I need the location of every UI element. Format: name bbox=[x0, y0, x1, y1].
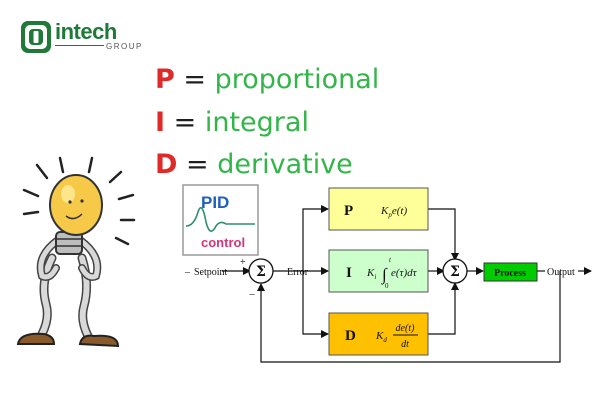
p-gain: Kpe(t) bbox=[380, 205, 407, 219]
logo-wordmark: intech bbox=[55, 19, 117, 44]
process-label: Process bbox=[494, 268, 526, 279]
error-to-d-arrow bbox=[302, 271, 329, 338]
derivative-block: D Kd de(t) dt bbox=[328, 312, 429, 356]
p-to-sum-arrow bbox=[428, 208, 459, 261]
logo-rule bbox=[55, 45, 104, 46]
integral-sign: ∫ bbox=[381, 265, 388, 285]
sum-symbol: Σ bbox=[256, 264, 266, 280]
term-equals: = bbox=[186, 149, 209, 180]
block-letter: I bbox=[346, 265, 352, 281]
pid-card-subtitle: control bbox=[201, 235, 245, 250]
i-gain: Ki bbox=[366, 267, 376, 281]
intech-logo: intech GROUP bbox=[20, 18, 145, 58]
signal-lines bbox=[222, 205, 592, 363]
term-equals: = bbox=[183, 64, 207, 95]
lightbulb-character-icon bbox=[16, 156, 136, 348]
term-letter: I bbox=[155, 107, 166, 138]
derivative-numerator: de(t) bbox=[396, 323, 416, 334]
term-word: proportional bbox=[214, 64, 380, 95]
block-letter: D bbox=[345, 328, 356, 344]
setpoint-label: Setpoint bbox=[194, 267, 228, 278]
proportional-block: P Kpe(t) bbox=[328, 187, 429, 231]
feedback-loop-arrow bbox=[257, 271, 561, 363]
output-label: Output bbox=[547, 267, 575, 278]
plus-sign: + bbox=[240, 257, 246, 268]
error-to-p-arrow bbox=[302, 205, 329, 271]
light-rays-icon bbox=[22, 156, 136, 246]
term-letter: P bbox=[155, 64, 175, 95]
term-derivative: D = derivative bbox=[155, 149, 353, 180]
pid-control-card: PID control bbox=[182, 184, 259, 256]
setpoint-prefix: – bbox=[184, 267, 191, 278]
minus-sign: − bbox=[249, 289, 255, 301]
term-proportional: P = proportional bbox=[155, 64, 379, 95]
term-equals: = bbox=[173, 107, 197, 138]
sum-junction-controller: Σ bbox=[442, 258, 468, 284]
integrand: e(τ)dτ bbox=[391, 267, 418, 279]
d-to-sum-arrow bbox=[428, 282, 459, 335]
term-letter: D bbox=[155, 149, 178, 180]
integral-lower-limit: 0 bbox=[385, 282, 389, 290]
pid-card-title: PID bbox=[201, 193, 229, 212]
term-integral: I = integral bbox=[155, 107, 309, 138]
d-gain: Kd bbox=[375, 330, 387, 344]
pid-card-frame bbox=[182, 184, 259, 256]
step-response-curve bbox=[185, 206, 255, 232]
integral-block: I Ki ∫ t 0 e(τ)dτ bbox=[328, 249, 429, 293]
intech-badge-icon bbox=[21, 21, 51, 53]
block-letter: P bbox=[344, 203, 353, 219]
sum-symbol: Σ bbox=[450, 264, 460, 280]
term-word: derivative bbox=[217, 149, 353, 180]
logo-subtitle: GROUP bbox=[106, 42, 143, 51]
derivative-denominator: dt bbox=[401, 339, 409, 350]
error-label: Error bbox=[287, 267, 309, 278]
term-word: integral bbox=[204, 107, 309, 138]
process-block: Process bbox=[483, 262, 538, 282]
integral-upper-limit: t bbox=[389, 256, 392, 264]
sum-junction-error: Σ bbox=[248, 258, 274, 284]
